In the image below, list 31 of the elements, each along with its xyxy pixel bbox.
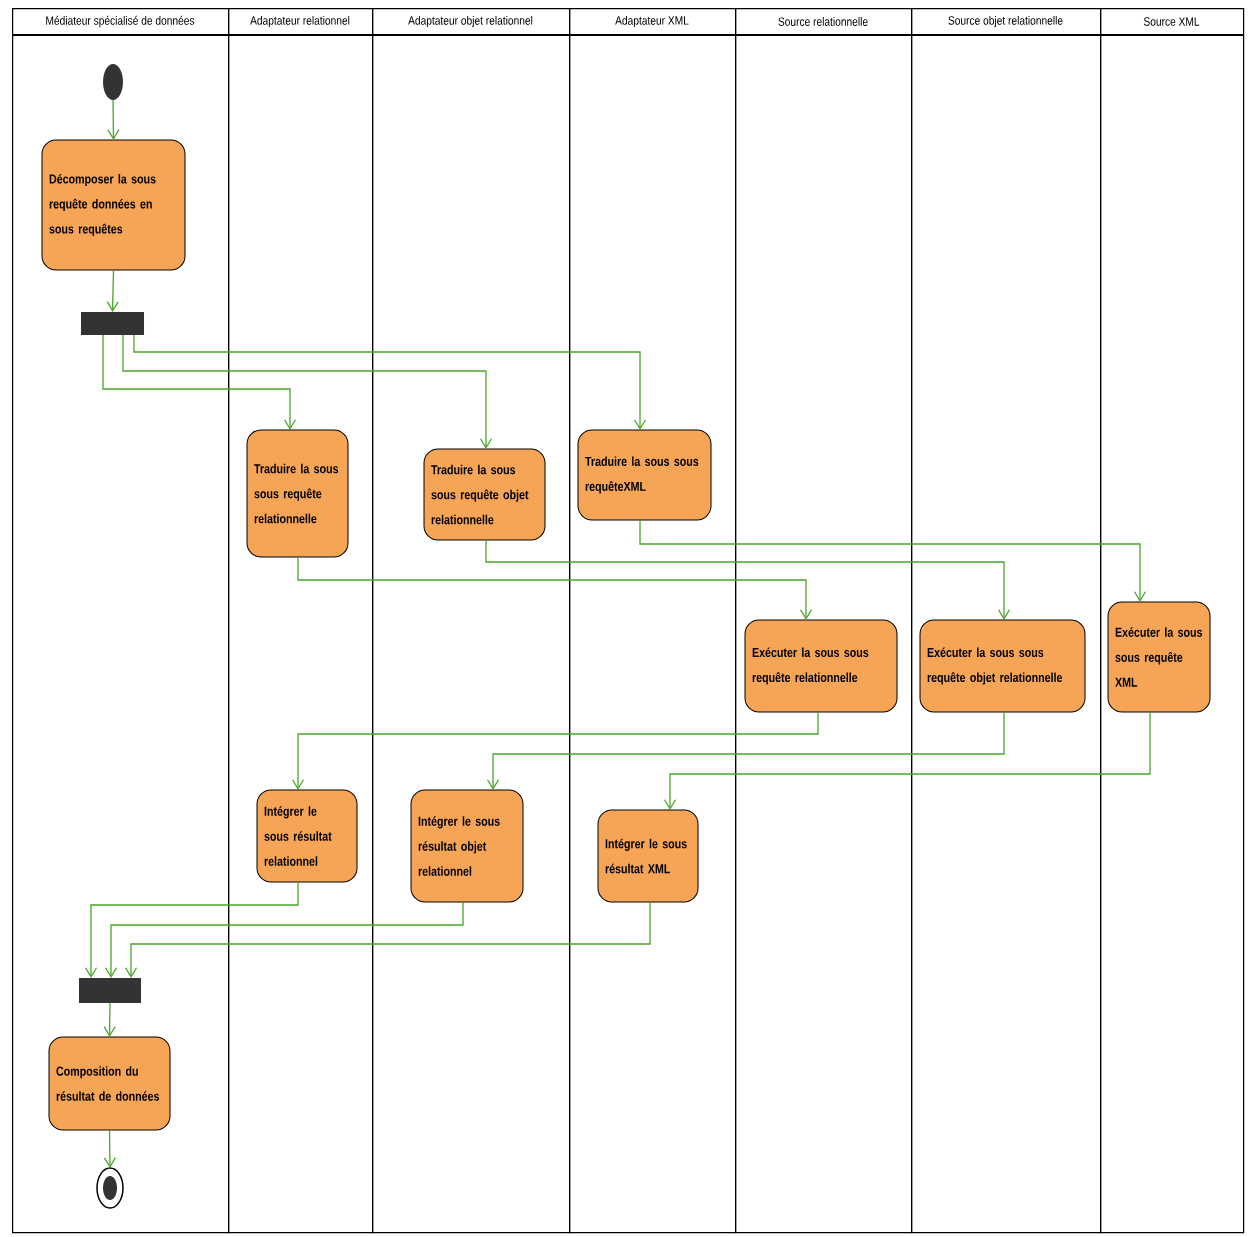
- arrow: [485, 539, 1011, 620]
- start-node: [103, 64, 123, 100]
- arrow: [103, 1002, 116, 1037]
- action-box: Exécuter la sous sous requête objet relationnelle: [919, 619, 1086, 713]
- arrow: [106, 269, 119, 312]
- arrow: [639, 519, 1147, 602]
- action-box: Intégrer le sous résultat XML: [597, 809, 699, 903]
- sync-bar: [81, 312, 144, 335]
- action-box: Intégrer le sous résultat objet relationnel: [410, 789, 524, 903]
- arrow: [663, 711, 1151, 810]
- action-box: Traduire la sous sous requêteXML: [577, 429, 712, 521]
- arrow: [103, 1129, 117, 1168]
- arrow: [107, 99, 120, 140]
- arrow: [124, 901, 651, 978]
- action-box: Décomposer la sous requête données en sous requêtes: [41, 139, 186, 271]
- action-box: Traduire la sous sous requête objet relationnelle: [423, 448, 546, 541]
- end-node: [96, 1167, 124, 1209]
- action-box: Composition du résultat de données: [48, 1036, 171, 1131]
- action-box: Traduire la sous sous requête relationnelle: [246, 429, 349, 558]
- arrow: [84, 881, 299, 978]
- sync-bar: [79, 978, 141, 1003]
- arrow: [102, 334, 297, 430]
- arrow: [122, 334, 493, 449]
- action-box: Exécuter la sous sous requête XML: [1107, 601, 1211, 713]
- arrow: [133, 334, 647, 430]
- arrow: [297, 556, 813, 620]
- action-box: Intégrer le sous résultat relationnel: [256, 789, 358, 883]
- action-box: Exécuter la sous sous requête relationnelle: [744, 619, 898, 713]
- arrow: [486, 711, 1005, 790]
- arrow: [104, 901, 464, 978]
- arrow: [291, 711, 819, 790]
